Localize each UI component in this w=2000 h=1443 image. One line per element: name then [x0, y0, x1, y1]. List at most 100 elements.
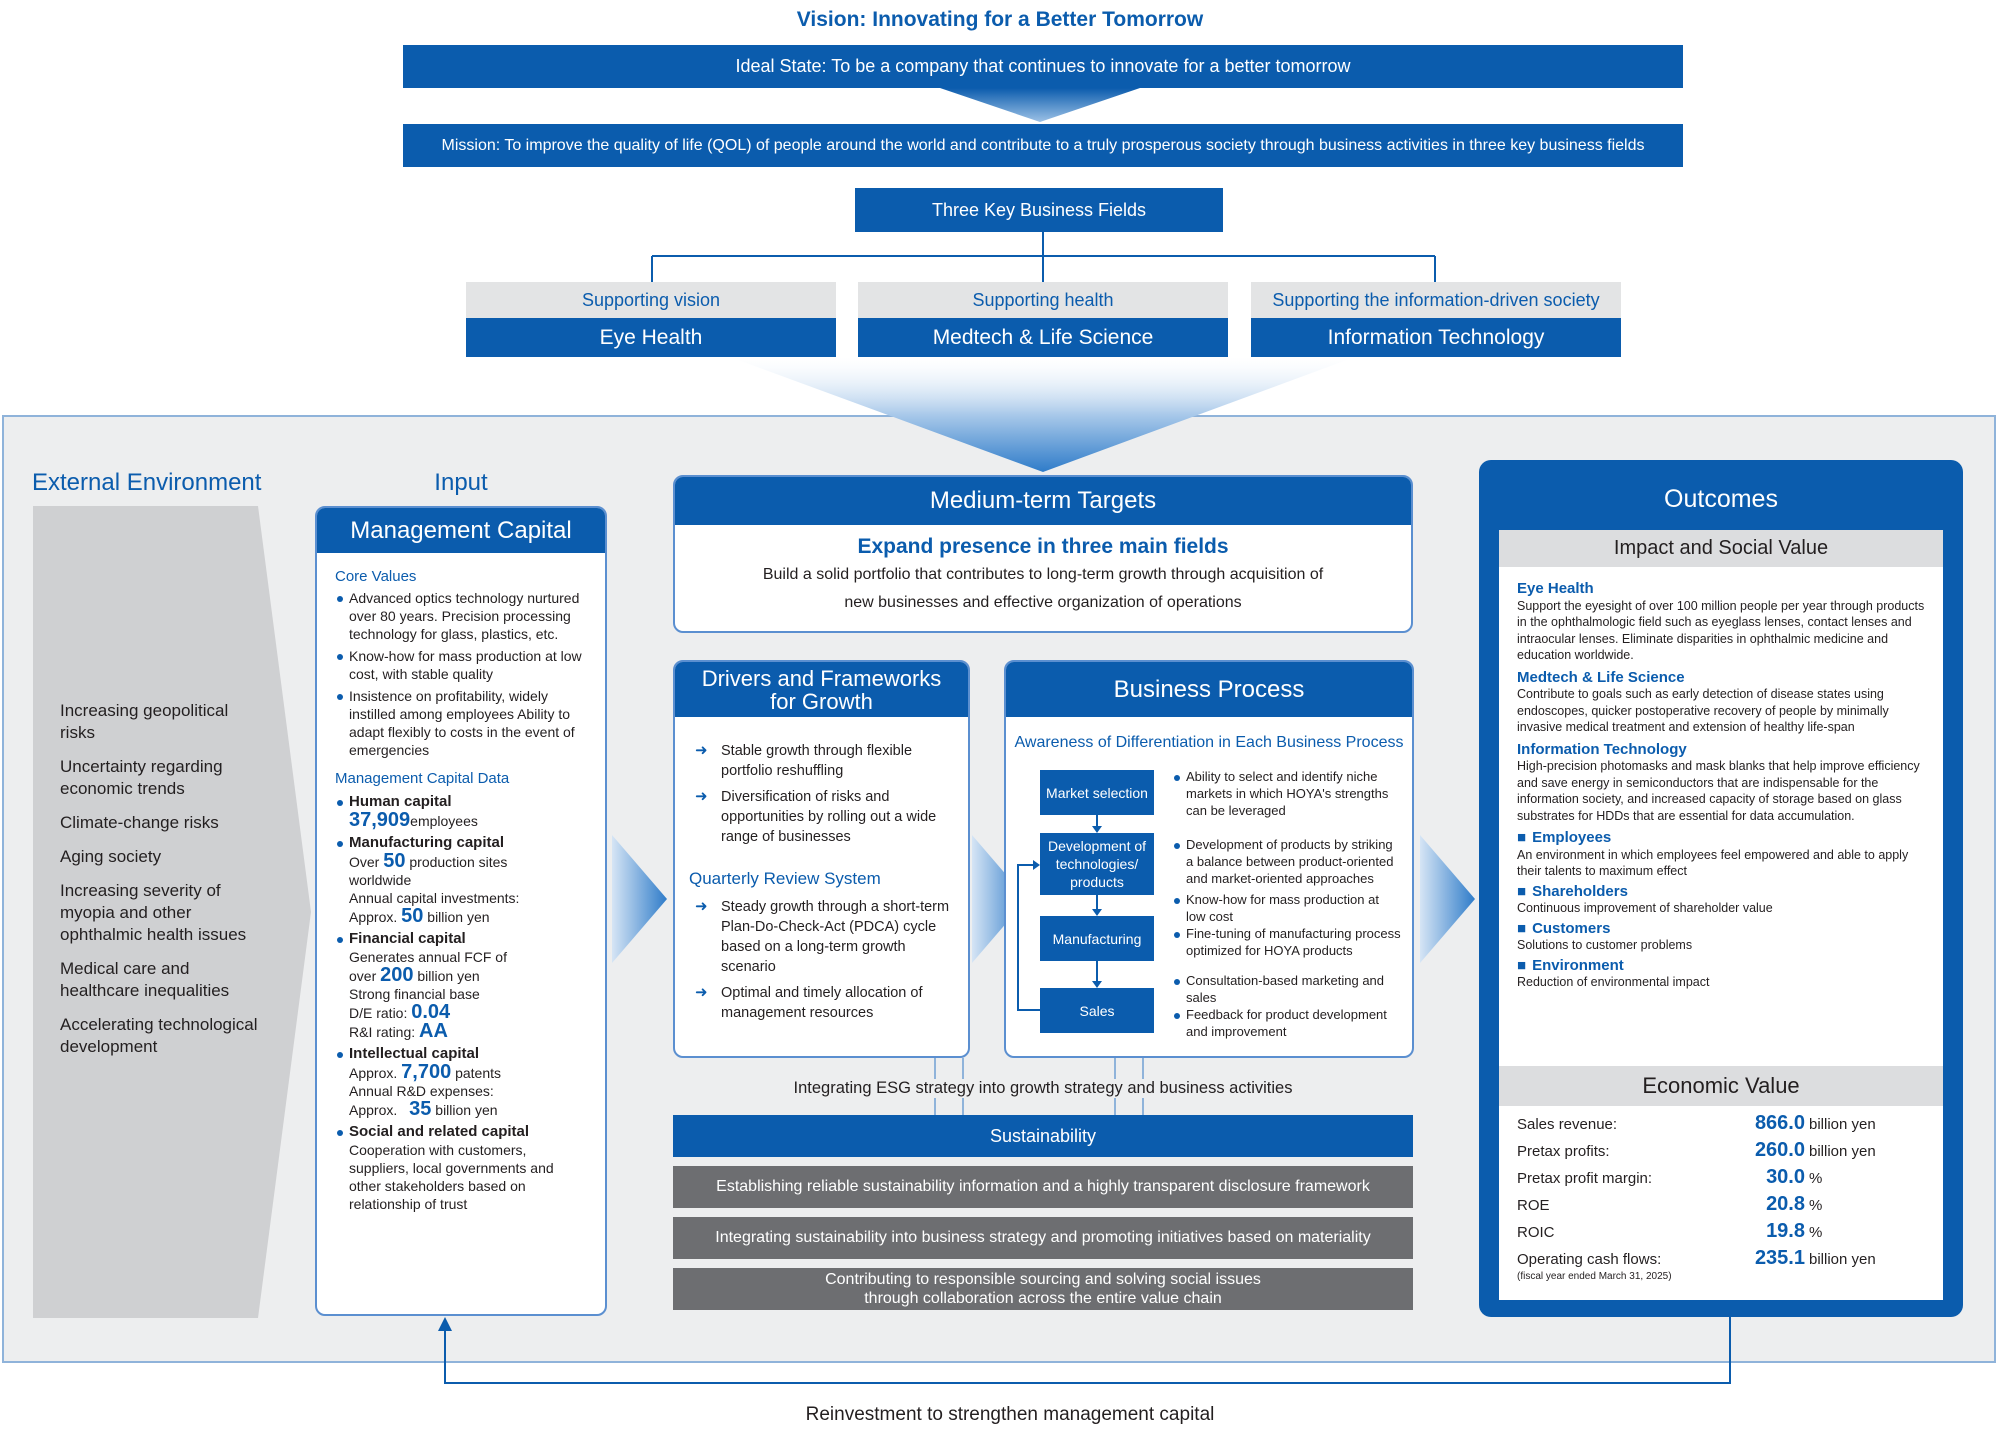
external-environment-list: Increasing geopolitical risks Uncertaint…: [60, 700, 260, 1058]
field-sub-label: Supporting health: [858, 282, 1228, 318]
impact-medtech-title: Medtech & Life Science: [1517, 668, 1685, 686]
economic-unit: %: [1809, 1170, 1823, 1187]
core-value-item: Advanced optics technology nurtured over…: [335, 589, 589, 643]
business-process-subtitle: Awareness of Differentiation in Each Bus…: [1014, 734, 1404, 751]
manufacturing-pre: Over: [349, 854, 380, 870]
medium-term-line2: new businesses and effective organizatio…: [844, 594, 1242, 611]
vision-title: Vision: Innovating for a Better Tomorrow: [796, 8, 1204, 31]
economic-value-title: Economic Value: [1499, 1066, 1943, 1106]
economic-value: 866.0: [1754, 1112, 1805, 1134]
economic-label: ROIC: [1517, 1224, 1555, 1241]
driver-item: Stable growth through flexible portfolio…: [695, 741, 956, 781]
drivers-panel: Drivers and Frameworks for Growth Stable…: [673, 660, 970, 1058]
field-medtech: Supporting health Medtech & Life Science: [858, 282, 1228, 357]
qrs-item: Steady growth through a short-term Plan-…: [695, 897, 956, 977]
economic-row: Operating cash flows: 235.1 billion yen: [1517, 1247, 1937, 1271]
core-value-item: Insistence on profitability, widely inst…: [335, 687, 589, 759]
manufacturing-line3: Annual capital investments:: [349, 890, 520, 906]
core-values-title: Core Values: [335, 568, 417, 585]
right-arrow-icon: [612, 835, 667, 963]
stakeholder-customers-title: Customers: [1517, 920, 1931, 938]
ri-rating-label: R&I rating:: [349, 1024, 416, 1040]
intellectual-capital-title: Intellectual capital: [349, 1045, 480, 1062]
sustainability-bar: Contributing to responsible sourcing and…: [673, 1268, 1413, 1310]
process-notes: Ability to select and identify niche mar…: [1172, 768, 1402, 1040]
economic-value: 30.0: [1766, 1166, 1805, 1188]
intellectual-capital: Intellectual capital Approx. 7,700 paten…: [335, 1045, 589, 1119]
economic-unit: %: [1809, 1197, 1823, 1214]
process-note: Consultation-based marketing and sales: [1172, 972, 1402, 1006]
social-capital-title: Social and related capital: [349, 1123, 530, 1140]
drivers-list: Stable growth through flexible portfolio…: [695, 741, 956, 847]
drivers-title: Drivers and Frameworks for Growth: [675, 662, 968, 717]
intellectual-line2: Annual R&D expenses:: [349, 1083, 494, 1099]
field-eye-health: Supporting vision Eye Health: [466, 282, 836, 357]
manufacturing-line2: worldwide: [349, 872, 412, 888]
core-value-item: Know-how for mass production at low cost…: [335, 647, 589, 683]
external-environment-title: External Environment: [32, 469, 262, 496]
economic-row: ROIC 19.8 %: [1517, 1220, 1937, 1247]
process-note: Fine-tuning of manufacturing process opt…: [1172, 925, 1402, 959]
process-note: Know-how for mass production at low cost: [1172, 891, 1402, 925]
economic-row: ROE 20.8 %: [1517, 1193, 1937, 1220]
economic-value-table: Sales revenue: 866.0 billion yen Pretax …: [1517, 1112, 1937, 1282]
manufacturing-unit: production sites: [409, 854, 508, 870]
fcf-value: 200: [380, 964, 414, 986]
medium-term-line1: Build a solid portfolio that contributes…: [762, 566, 1324, 583]
stakeholder-employees-text: An environment in which employees feel e…: [1517, 847, 1909, 879]
external-item: Increasing severity of myopia and other …: [60, 881, 247, 944]
intellectual-unit: patents: [455, 1065, 502, 1081]
economic-row: Pretax profit margin: 30.0 %: [1517, 1166, 1937, 1193]
human-capital-title: Human capital: [349, 793, 452, 810]
outcomes-body: Impact and Social Value Eye Health Suppo…: [1499, 530, 1943, 1300]
economic-row: Sales revenue: 866.0 billion yen: [1517, 1112, 1937, 1139]
note-development: Development of products by striking a ba…: [1172, 836, 1402, 891]
process-step-sales: Sales: [1040, 988, 1154, 1033]
process-note: Development of products by striking a ba…: [1172, 836, 1402, 887]
manufacturing-pre2: Approx.: [349, 909, 398, 925]
external-item: Aging society: [60, 847, 162, 866]
right-arrow-icon: [972, 835, 1027, 963]
intellectual-unit2: billion yen: [435, 1102, 498, 1118]
process-step-market-selection: Market selection: [1040, 770, 1154, 815]
intellectual-pre: Approx.: [349, 1065, 398, 1081]
external-item: Increasing geopolitical risks: [60, 701, 229, 742]
external-item: Accelerating technological development: [60, 1015, 258, 1056]
funnel-arrow-icon: [730, 357, 1355, 472]
human-capital-unit: employees: [410, 813, 478, 829]
business-process-title: Business Process: [1006, 662, 1412, 717]
input-title: Input: [434, 469, 488, 496]
stakeholder-shareholders-title: Shareholders: [1517, 883, 1931, 901]
external-item: Uncertainty regarding economic trends: [60, 757, 223, 798]
down-chevron-icon: [940, 88, 1140, 122]
manufacturing-capital-title: Manufacturing capital: [349, 834, 505, 851]
process-note: Feedback for product development and imp…: [1172, 1006, 1402, 1040]
financial-unit: billion yen: [417, 968, 480, 984]
economic-label: Pretax profit margin:: [1517, 1170, 1653, 1187]
rd-expenses-value: 35: [409, 1098, 432, 1120]
financial-line3: Strong financial base: [349, 986, 480, 1002]
process-step-manufacturing: Manufacturing: [1040, 916, 1154, 961]
field-name: Eye Health: [466, 318, 836, 357]
outcomes-title: Outcomes: [1664, 485, 1778, 513]
driver-item: Diversification of risks and opportuniti…: [695, 787, 956, 847]
capital-data-list: Human capital 37,909employees Manufactur…: [335, 793, 589, 1213]
field-information-technology: Supporting the information-driven societ…: [1251, 282, 1621, 357]
economic-row: Pretax profits: 260.0 billion yen: [1517, 1139, 1937, 1166]
sustainability-bar: Establishing reliable sustainability inf…: [673, 1166, 1413, 1208]
ideal-state-bar: Ideal State: To be a company that contin…: [403, 45, 1683, 88]
stakeholder-customers-text: Solutions to customer problems: [1517, 938, 1693, 952]
stakeholder-employees-title: Employees: [1517, 829, 1931, 847]
financial-capital: Financial capital Generates annual FCF o…: [335, 930, 589, 1041]
manufacturing-capital: Manufacturing capital Over 50 production…: [335, 834, 589, 926]
reinvestment-text: Reinvestment to strengthen management ca…: [805, 1404, 1215, 1425]
three-fields-title: Three Key Business Fields: [855, 188, 1223, 232]
process-flow-arrows: [1017, 815, 1102, 1011]
economic-label: ROE: [1517, 1197, 1550, 1214]
field-sub-label: Supporting vision: [466, 282, 836, 318]
right-arrow-icon: [1420, 835, 1475, 963]
social-capital: Social and related capital Cooperation w…: [335, 1123, 589, 1213]
esg-text: Integrating ESG strategy into growth str…: [673, 1079, 1413, 1098]
impact-list: Eye Health Support the eyesight of over …: [1499, 567, 1943, 991]
impact-it-title: Information Technology: [1517, 740, 1687, 758]
